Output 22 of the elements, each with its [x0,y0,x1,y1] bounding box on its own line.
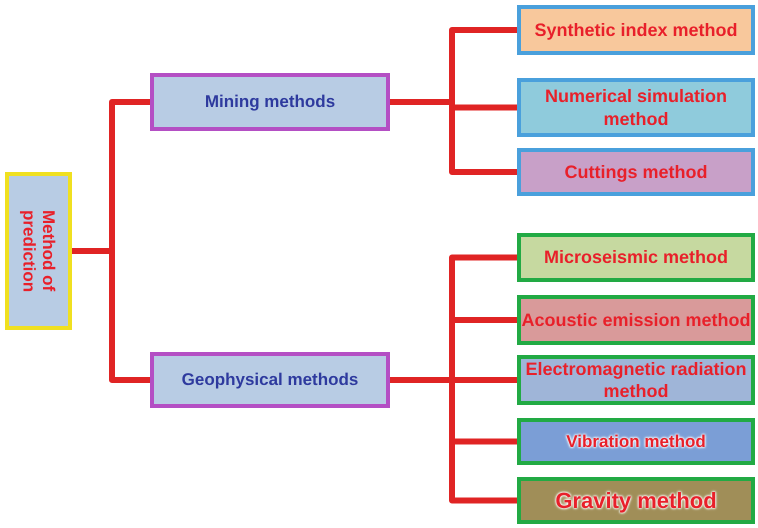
category-box [517,233,755,282]
box-label: Numerical simulation method [544,85,728,130]
box-label: Method of prediction [18,208,58,294]
category-box [150,73,390,131]
category-box [517,78,755,137]
category-box [517,477,755,524]
category-box [517,355,755,405]
box-label: Electromagnetic radiation method [524,358,748,402]
box-label: Vibration method [566,430,706,452]
category-box [5,172,72,330]
box-label: Geophysical methods [182,369,358,391]
category-box [517,5,755,55]
box-label: Microseismic method [544,246,728,269]
box-label: Cuttings method [564,160,708,184]
category-box [517,148,755,196]
category-box [517,295,755,345]
box-label: Synthetic index method [534,18,738,42]
box-label: Mining methods [204,91,336,113]
category-box [517,418,755,465]
box-label: Acoustic emission method [521,308,751,332]
box-label: Gravity method [555,486,717,514]
category-box [150,352,390,408]
